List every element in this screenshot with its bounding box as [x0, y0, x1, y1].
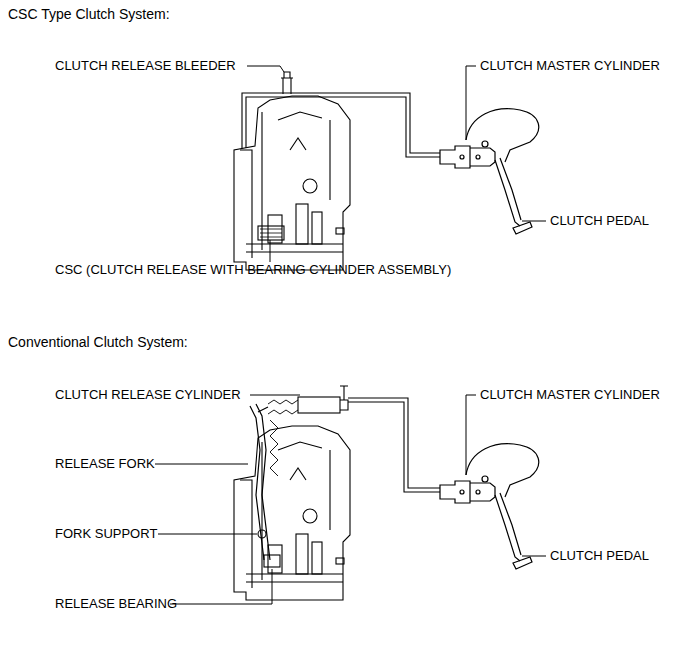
part-label: CLUTCH RELEASE BLEEDER — [55, 58, 236, 74]
part-label: CLUTCH PEDAL — [550, 213, 649, 229]
section-heading: CSC Type Clutch System: — [8, 6, 170, 22]
part-label: CSC (CLUTCH RELEASE WITH BEARING CYLINDE… — [55, 262, 451, 278]
part-label: CLUTCH MASTER CYLINDER — [480, 387, 660, 403]
part-label: CLUTCH PEDAL — [550, 548, 649, 564]
part-label: FORK SUPPORT — [55, 526, 157, 542]
part-label: CLUTCH RELEASE CYLINDER — [55, 387, 241, 403]
part-label: CLUTCH MASTER CYLINDER — [480, 58, 660, 74]
part-label: RELEASE FORK — [55, 456, 155, 472]
section-heading: Conventional Clutch System: — [8, 334, 188, 350]
part-label: RELEASE BEARING — [55, 596, 177, 612]
